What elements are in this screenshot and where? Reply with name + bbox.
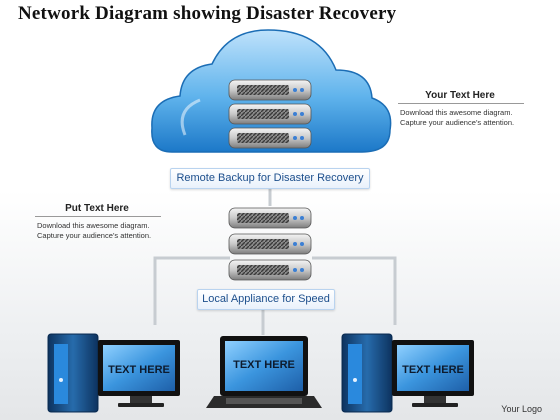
appliance-label: Local Appliance for Speed	[197, 289, 335, 310]
device-screen-text: TEXT HERE	[233, 359, 295, 371]
note-right-line: Download this awesome diagram.	[400, 108, 513, 117]
note-left-line: Download this awesome diagram.	[37, 221, 150, 230]
page-title: Network Diagram showing Disaster Recover…	[18, 3, 397, 24]
note-right-title: Your Text Here	[425, 90, 495, 101]
logo-text: Your Logo	[501, 404, 542, 414]
cloud-label: Remote Backup for Disaster Recovery	[170, 168, 370, 189]
note-left-line: Capture your audience’s attention.	[37, 231, 152, 240]
device-screen-text: TEXT HERE	[108, 364, 170, 376]
note-right-divider	[398, 103, 524, 104]
note-right-body: Download this awesome diagram. Capture y…	[400, 108, 535, 128]
note-right-line: Capture your audience’s attention.	[400, 118, 515, 127]
connector-lines	[153, 188, 397, 335]
laptop-icon: TEXT HERE	[206, 336, 322, 408]
desktop-computer-icon: TEXT HERE	[341, 333, 474, 413]
cloud-server-stack-icon	[228, 79, 312, 149]
note-left-divider	[35, 216, 161, 217]
local-server-stack-icon	[228, 207, 312, 281]
desktop-computer-icon: TEXT HERE	[47, 333, 180, 413]
device-screen-text: TEXT HERE	[402, 364, 464, 376]
note-left-title: Put Text Here	[65, 203, 129, 214]
note-left-body: Download this awesome diagram. Capture y…	[37, 221, 172, 241]
